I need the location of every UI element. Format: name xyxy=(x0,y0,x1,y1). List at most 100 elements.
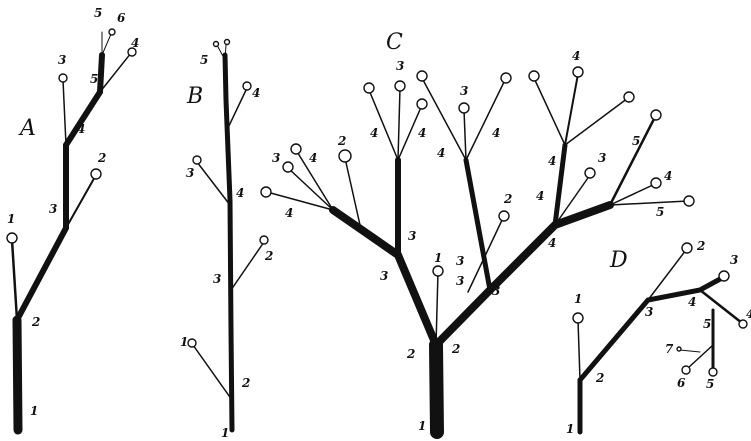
node-number: 2 xyxy=(697,239,706,253)
node-number: 3 xyxy=(186,166,195,180)
node-number: 1 xyxy=(418,419,427,433)
node-number: 2 xyxy=(407,347,416,361)
tree-c-trunk xyxy=(429,338,444,439)
bud xyxy=(6,232,18,244)
node-number: 3 xyxy=(272,151,281,165)
bud xyxy=(212,40,220,48)
bud xyxy=(187,338,197,348)
panel-label-d: D xyxy=(610,248,628,273)
node-number: 4 xyxy=(492,126,501,140)
bud xyxy=(58,73,68,83)
node-number: 4 xyxy=(285,206,294,220)
node-number: 1 xyxy=(566,422,575,436)
node-number: 4 xyxy=(418,126,427,140)
node-number: 3 xyxy=(396,59,405,73)
bud xyxy=(738,319,748,329)
bud xyxy=(338,149,352,163)
node-number: 2 xyxy=(504,192,513,206)
bud xyxy=(242,81,252,91)
node-number: 3 xyxy=(456,254,465,268)
tree-d xyxy=(572,242,748,435)
node-number: 1 xyxy=(221,426,230,440)
bud xyxy=(432,265,444,277)
bud xyxy=(498,210,510,222)
panel-label-c: C xyxy=(386,30,403,55)
bud xyxy=(90,168,102,180)
node-number: 2 xyxy=(32,315,41,329)
node-number: 2 xyxy=(265,249,274,263)
panel-label-a: A xyxy=(20,116,36,141)
bud xyxy=(192,155,202,165)
bud xyxy=(708,367,718,377)
node-number: 2 xyxy=(452,342,461,356)
node-number: 4 xyxy=(548,236,557,250)
tree-c xyxy=(260,66,695,439)
node-number: 2 xyxy=(98,151,107,165)
node-number: 4 xyxy=(548,154,557,168)
node-number: 4 xyxy=(688,295,697,309)
node-number: 4 xyxy=(236,186,245,200)
bud xyxy=(260,186,272,198)
bud xyxy=(650,177,662,189)
node-number: 4 xyxy=(572,49,581,63)
node-number: 4 xyxy=(77,122,86,136)
node-number: 2 xyxy=(242,376,251,390)
bud xyxy=(681,365,691,375)
tree-a xyxy=(6,28,137,435)
node-number: 3 xyxy=(598,151,607,165)
node-number: 2 xyxy=(338,134,347,148)
node-number: 5 xyxy=(90,72,99,86)
bud xyxy=(259,235,269,245)
node-number: 4 xyxy=(131,36,140,50)
node-number: 6 xyxy=(117,11,126,25)
node-number: 3 xyxy=(213,272,222,286)
bud xyxy=(223,38,231,46)
bud xyxy=(458,102,470,114)
node-number: 3 xyxy=(730,253,739,267)
bud xyxy=(416,98,428,110)
node-number: 3 xyxy=(460,84,469,98)
node-number: 4 xyxy=(309,151,318,165)
node-number: 3 xyxy=(49,202,58,216)
node-number: 4 xyxy=(370,126,379,140)
bud xyxy=(683,195,695,207)
node-number: 5 xyxy=(94,6,103,20)
node-number: 1 xyxy=(180,335,189,349)
node-number: 4 xyxy=(437,146,446,160)
node-number: 5 xyxy=(703,317,712,331)
node-number: 3 xyxy=(408,229,417,243)
node-number: 5 xyxy=(632,134,641,148)
bud xyxy=(282,161,294,173)
node-number: 5 xyxy=(656,205,665,219)
bud xyxy=(500,72,512,84)
node-number: 2 xyxy=(596,371,605,385)
node-number: 3 xyxy=(456,274,465,288)
bud xyxy=(290,143,302,155)
node-number: 3 xyxy=(645,305,654,319)
node-number: 7 xyxy=(665,342,674,356)
tree-c-right-limb xyxy=(432,201,614,349)
node-number: 3 xyxy=(380,269,389,283)
bud xyxy=(718,270,730,282)
tree-d-main-axis xyxy=(577,275,725,435)
tree-a-trunk xyxy=(12,315,23,435)
bud xyxy=(681,242,693,254)
node-number: 1 xyxy=(574,292,583,306)
node-number: 6 xyxy=(677,376,686,390)
tree-b-main-axis xyxy=(222,52,235,433)
bud xyxy=(650,109,662,121)
bud xyxy=(394,80,406,92)
bud xyxy=(584,167,596,179)
node-number: 3 xyxy=(492,284,501,298)
panel-label-b: B xyxy=(187,84,204,109)
bud xyxy=(127,47,137,57)
node-number: 1 xyxy=(434,251,443,265)
bud xyxy=(572,312,584,324)
node-number: 1 xyxy=(7,212,16,226)
node-number: 4 xyxy=(746,308,751,320)
node-number: 4 xyxy=(252,86,261,100)
bud xyxy=(416,70,428,82)
node-number: 5 xyxy=(200,53,209,67)
bud xyxy=(572,66,584,78)
